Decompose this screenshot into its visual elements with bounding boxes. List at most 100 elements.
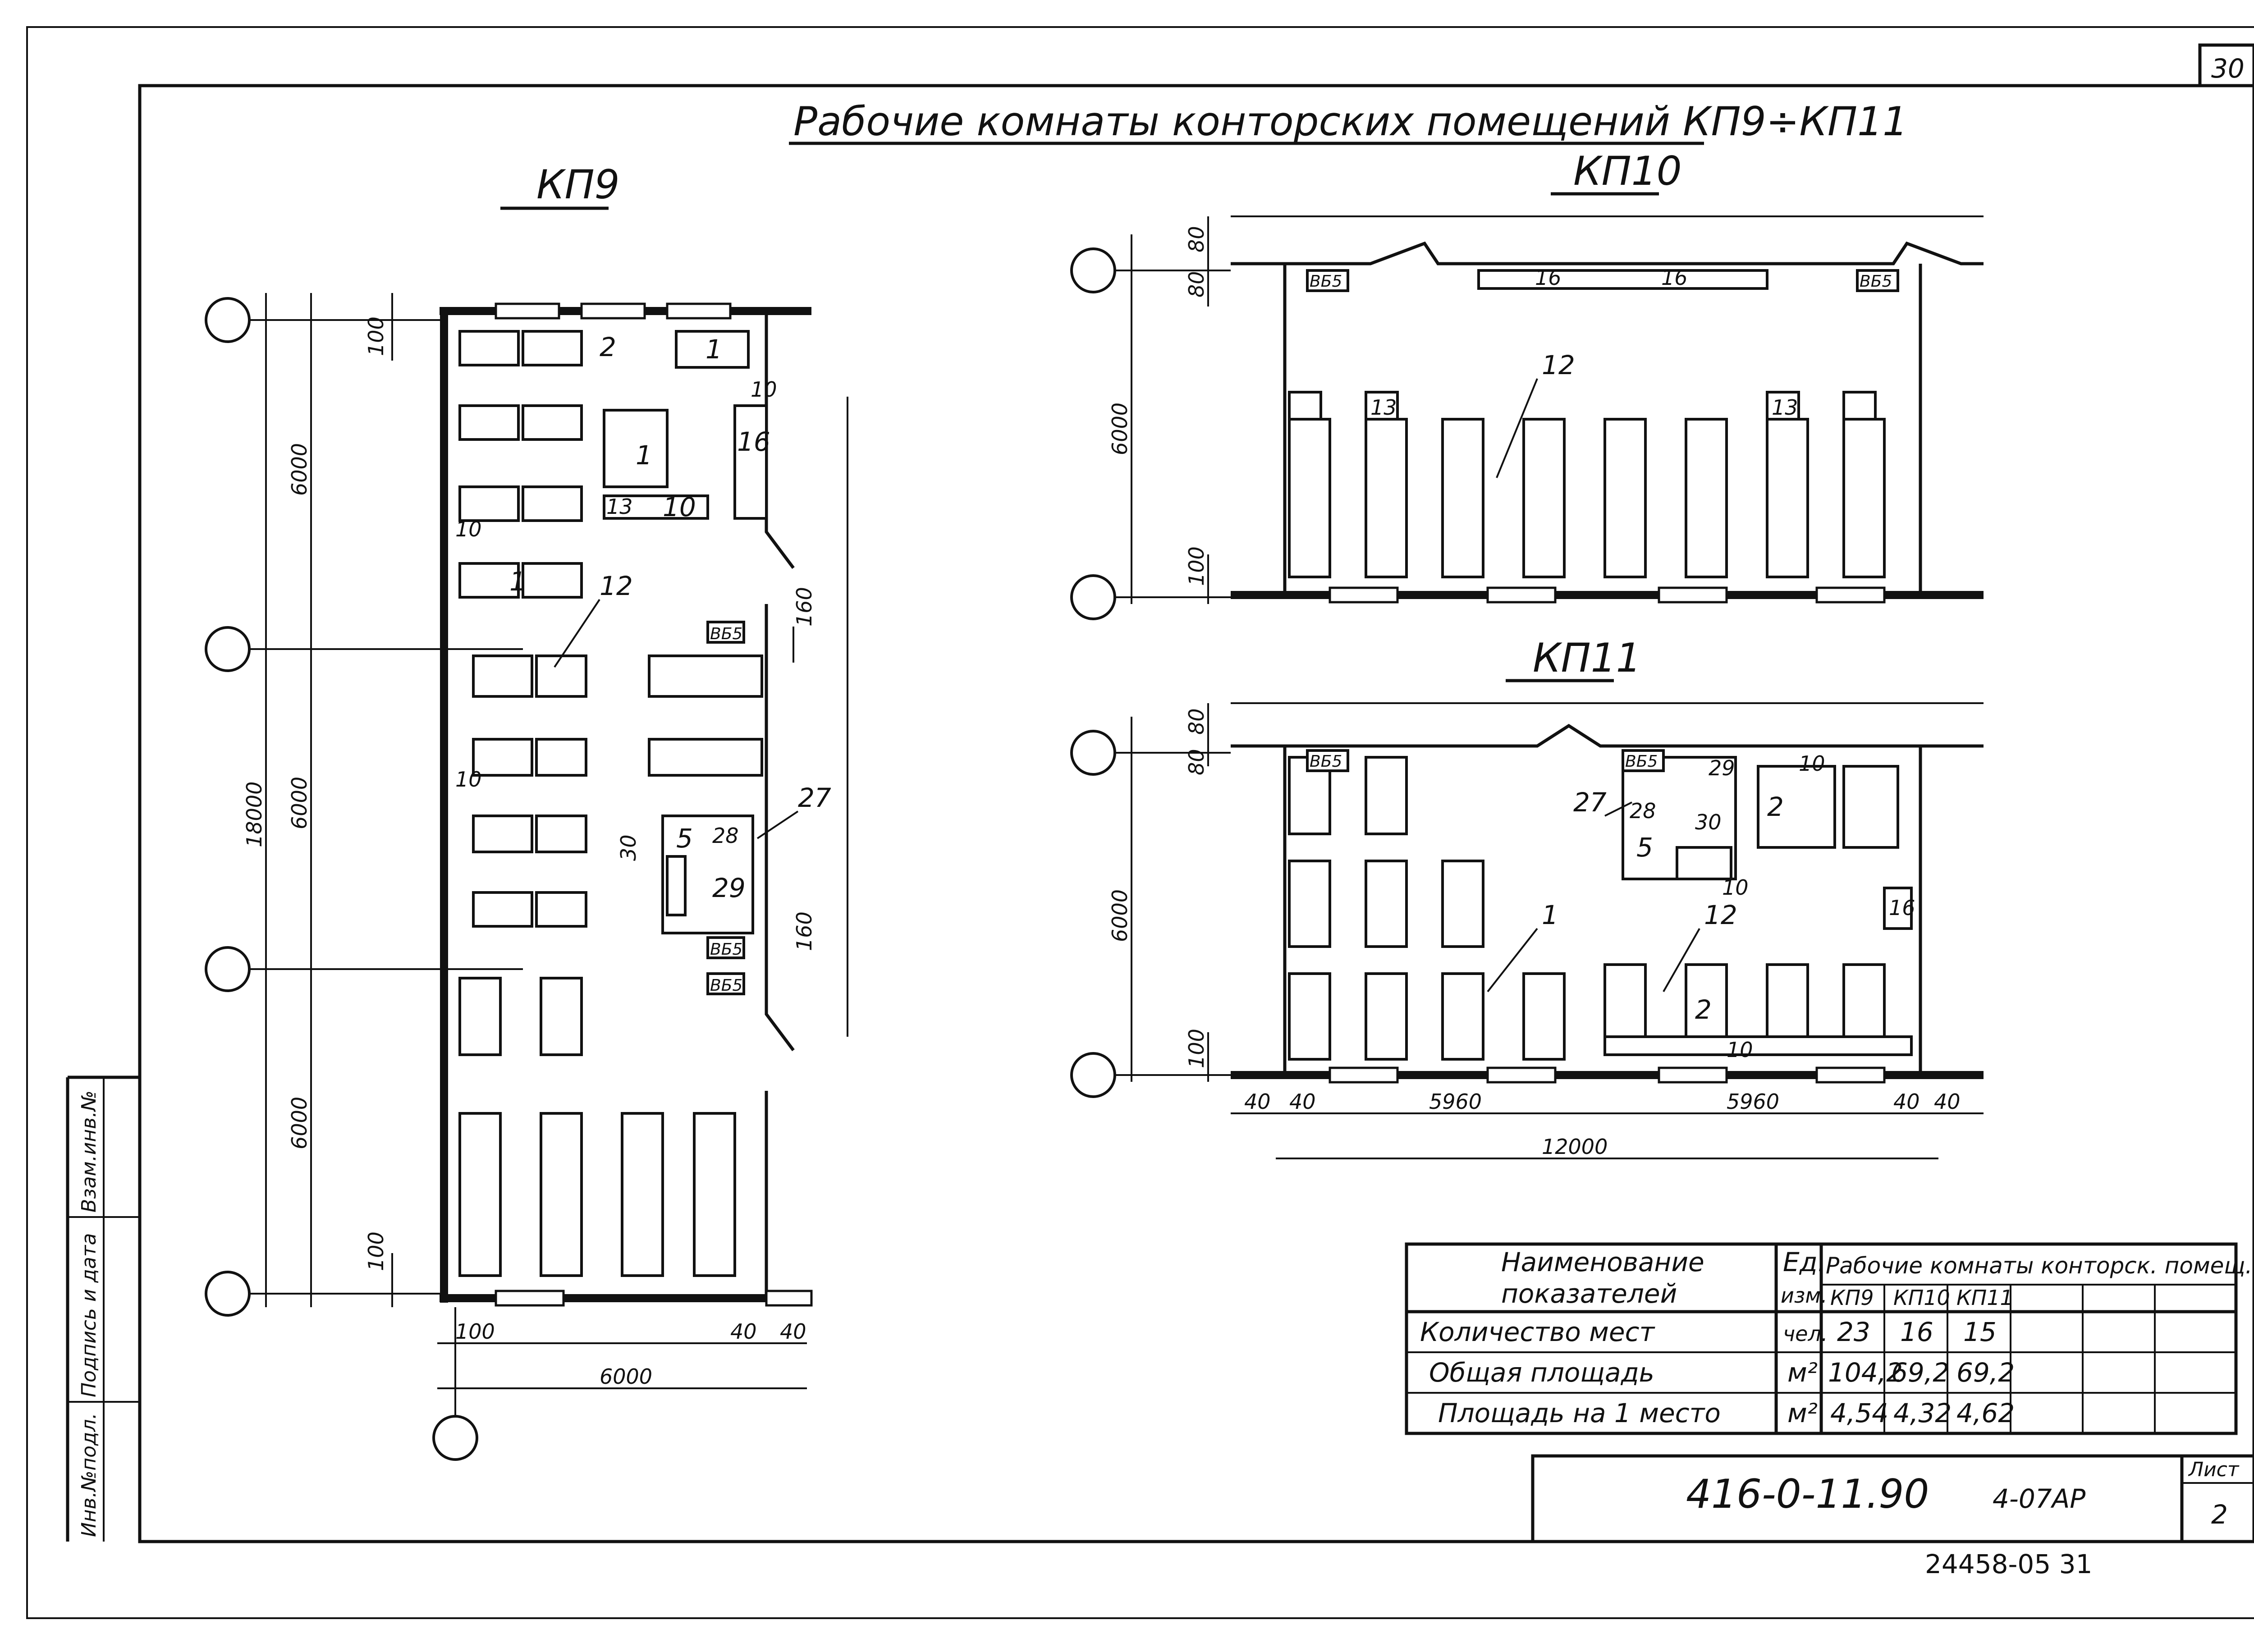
equipment-box xyxy=(1306,269,1349,292)
kp9-label: 13 xyxy=(606,494,633,519)
kp9-right-wall xyxy=(765,311,795,569)
kp11-label: 12 xyxy=(1704,900,1737,930)
table-cell: 16 xyxy=(1900,1317,1933,1347)
kp10-dim-v: 80 xyxy=(1184,226,1209,252)
kp11-label: ВБ5 xyxy=(1310,752,1342,771)
kp9-desks-bottom xyxy=(458,1112,736,1277)
kp9-label: 1 xyxy=(636,440,652,471)
table-cell: 4,32 xyxy=(1893,1398,1952,1428)
kp11-dim-h: 40 xyxy=(1289,1089,1316,1114)
kp9-dim-v: 6000 xyxy=(287,443,312,496)
kp11-label: 10 xyxy=(1722,875,1749,900)
table-row-name: Количество мест xyxy=(1420,1317,1655,1347)
kp10-label: ВБ5 xyxy=(1310,272,1342,291)
main-title: Рабочие комнаты конторских помещений КП9… xyxy=(793,98,1908,145)
kp9-desks-left xyxy=(458,330,587,1056)
side-stamp-inv: Инв.№подл. xyxy=(78,1413,101,1537)
equipment-box xyxy=(706,972,745,995)
axis-marker xyxy=(205,946,251,992)
kp9-label: 27 xyxy=(798,783,831,813)
indicators-table: Наименование показателей Ед. изм. Рабочи… xyxy=(1405,1242,2252,1435)
stamp-doc: 4-07АР xyxy=(1993,1483,2085,1514)
kp9-label: 29 xyxy=(712,873,746,903)
kp11-label: 10 xyxy=(1727,1038,1753,1062)
axis-marker xyxy=(432,1415,478,1461)
kp9-dim-small: 100 xyxy=(364,1231,388,1271)
kp9-dim-small: 100 xyxy=(364,316,388,356)
sheet-outer-border xyxy=(26,26,2254,1619)
kp9-label: ВБ5 xyxy=(710,940,742,959)
window xyxy=(1329,586,1399,604)
kp10-top-wall xyxy=(1231,241,1984,265)
kp9-label: 5 xyxy=(676,823,693,854)
archive-number: 24458-05 31 xyxy=(1925,1549,2092,1579)
stamp-sheet-no: 2 xyxy=(2211,1499,2228,1530)
kp9-dim-h: 6000 xyxy=(600,1364,652,1389)
kp11-label: 16 xyxy=(1889,896,1915,920)
kp9-dim-v: 6000 xyxy=(287,777,312,829)
table-cell: 104,2 xyxy=(1828,1357,1903,1388)
kp9-dim-h: 40 xyxy=(780,1319,806,1344)
side-stamp: Инв.№подл. Подпись и дата Взам.инв.№ xyxy=(66,1075,140,1542)
axis-marker xyxy=(1070,247,1116,293)
kp11-dim-v: 100 xyxy=(1184,1029,1209,1068)
kp10-label: 12 xyxy=(1542,350,1575,380)
table-row-unit: м² xyxy=(1787,1398,1818,1428)
equipment-box xyxy=(1856,269,1899,292)
plan-kp10: КП10 80 80 6000 100 xyxy=(1070,148,1984,620)
window xyxy=(495,1290,565,1307)
kp11-label: 1 xyxy=(1542,900,1558,930)
kp11-top-wall xyxy=(1231,723,1984,748)
page-number: 30 xyxy=(2211,53,2245,84)
table-col: КП9 xyxy=(1830,1286,1874,1310)
window xyxy=(495,302,560,320)
kp11-dim-v: 6000 xyxy=(1108,889,1132,942)
kp10-label: ВБ5 xyxy=(1860,272,1892,291)
axis-marker xyxy=(205,297,251,343)
plan-kp11: КП11 80 80 6000 100 40 40 5960 5960 40 4… xyxy=(1070,635,1984,1159)
kp10-dim-v: 80 xyxy=(1184,271,1209,297)
kp11-dim-h: 40 xyxy=(1244,1089,1271,1114)
kp11-label: 30 xyxy=(1695,810,1722,834)
stamp-code: 416-0-11.90 xyxy=(1686,1471,1929,1517)
kp11-dim-h: 40 xyxy=(1934,1089,1961,1114)
kp9-label: 10 xyxy=(455,517,482,541)
table-head-name: показателей xyxy=(1501,1278,1677,1309)
kp10-dim-v: 6000 xyxy=(1108,403,1132,455)
stamp-sheet-label: Лист xyxy=(2188,1458,2240,1481)
title-stamp: 416-0-11.90 4-07АР Лист 2 xyxy=(1531,1454,2254,1543)
kp11-label: 2 xyxy=(1767,792,1784,822)
sheet-frame xyxy=(138,84,2254,1543)
table-head-name: Наименование xyxy=(1501,1247,1704,1277)
kp9-label: 10 xyxy=(663,492,696,522)
kp9-label: 16 xyxy=(737,426,770,457)
equipment-box xyxy=(706,936,745,959)
kp11-dim-h: 12000 xyxy=(1542,1135,1608,1159)
kp11-label: ВБ5 xyxy=(1625,752,1658,771)
kp9-dim-small: 160 xyxy=(792,911,816,951)
kp11-dim-h: 40 xyxy=(1893,1089,1920,1114)
table-head-unit: изм. xyxy=(1781,1283,1828,1308)
table-cell: 69,2 xyxy=(1956,1357,2015,1388)
axis-marker xyxy=(205,1271,251,1317)
kp9-dim-v: 6000 xyxy=(287,1097,312,1149)
table-row-name: Общая площадь xyxy=(1429,1357,1654,1388)
equipment-box xyxy=(706,621,745,644)
table-row-unit: м² xyxy=(1787,1357,1818,1388)
table-cell: 23 xyxy=(1837,1317,1870,1347)
kp11-label: 2 xyxy=(1695,994,1712,1025)
kp10-desks xyxy=(1288,391,1886,578)
kp9-dim-v-outer: 18000 xyxy=(242,782,266,847)
kp9-desks-center xyxy=(603,330,768,934)
table-head-group: Рабочие комнаты конторск. помещ. xyxy=(1826,1253,2252,1279)
table-head-unit: Ед. xyxy=(1783,1247,1826,1277)
kp11-label: 10 xyxy=(1799,751,1825,776)
page-number-box xyxy=(2198,43,2254,87)
kp11-dim-h: 5960 xyxy=(1429,1089,1482,1114)
window xyxy=(1329,1066,1399,1084)
axis-marker xyxy=(1070,730,1116,776)
table-cell: 69,2 xyxy=(1891,1357,1949,1388)
kp9-title: КП9 xyxy=(536,161,620,208)
